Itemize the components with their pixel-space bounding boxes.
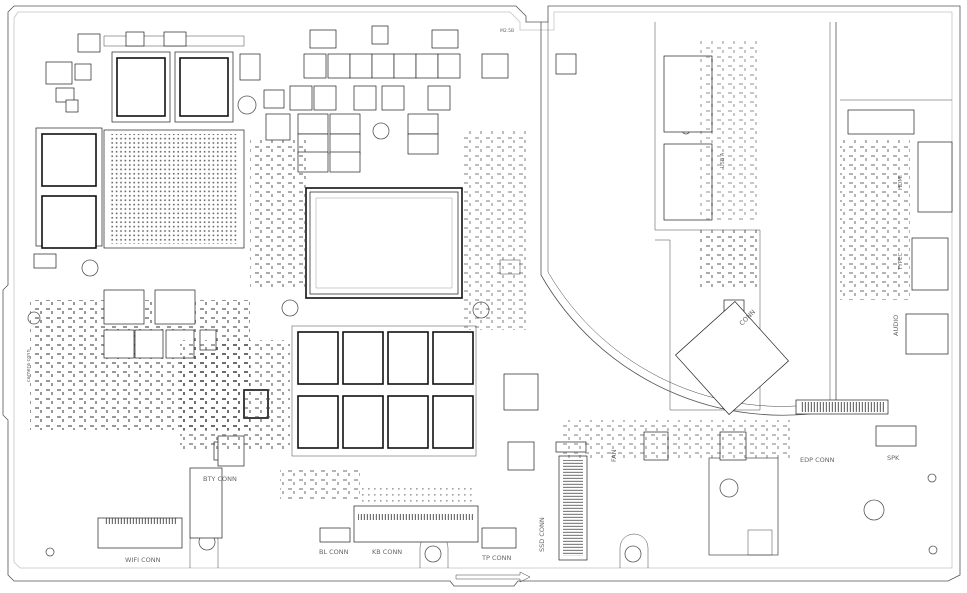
connectors [97,55,953,549]
passive-components [180,40,910,500]
memory-chips [291,325,477,457]
label-kb-conn: KB CONN [372,548,402,556]
label-bl-conn: BL CONN [319,548,349,556]
label-tp-conn: TP CONN [481,554,511,562]
label-spk: SPK [887,454,900,462]
label-camera-conn: camera conn [26,349,32,382]
label-bty-conn: BTY CONN [203,475,237,483]
label-audio: AUDIO [892,315,900,336]
direction-arrow [455,571,531,583]
label-wifi-conn: WIFI CONN [125,556,161,564]
cpu-area [30,31,291,430]
gpu-chip [305,187,463,299]
label-m2x35: M2.5B [500,28,514,34]
label-edp-conn: EDP CONN [800,456,835,464]
power-stage [289,25,577,173]
board-outline [2,5,961,587]
label-ssd-conn: SSD CONN [538,517,546,552]
